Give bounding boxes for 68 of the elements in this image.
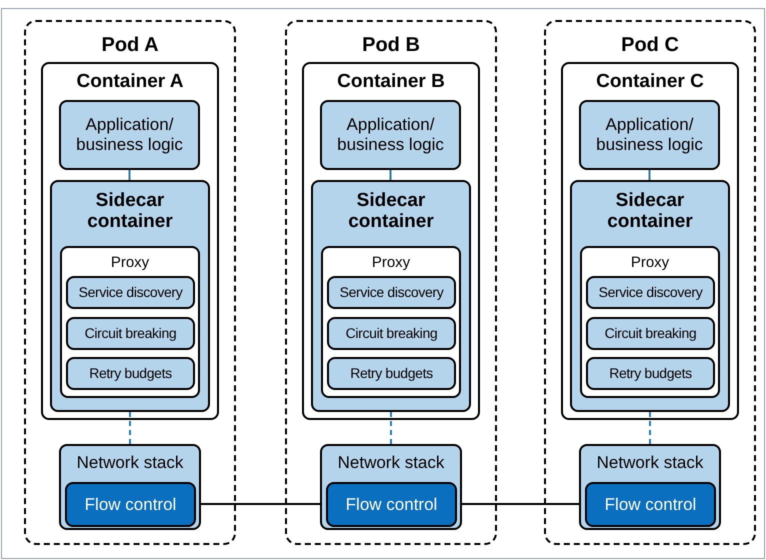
flow-control-box [65, 482, 196, 527]
feature-box [586, 357, 715, 390]
node-label: Flow control [84, 494, 176, 516]
node-label: Circuit breaking [604, 324, 696, 343]
node-label: Application/ business logic [336, 115, 445, 155]
node-label: Proxy [372, 253, 410, 273]
application-box [579, 100, 720, 170]
container-box [302, 62, 480, 420]
connector-line [649, 412, 651, 444]
node-label: Service discovery [78, 283, 182, 302]
connector-line [128, 170, 130, 180]
node-label: Pod A [101, 33, 159, 58]
node-label: Service discovery [340, 283, 444, 302]
network-stack-box [579, 444, 721, 530]
feature-box [586, 317, 715, 350]
node-label: Proxy [630, 253, 670, 273]
pod-boundary [285, 20, 497, 545]
connector-line [648, 170, 650, 180]
pod-boundary [544, 20, 756, 545]
node-label: Network stack [76, 452, 184, 474]
sidecar-box [50, 180, 210, 412]
sidecar-box [311, 180, 471, 412]
node-label: Sidecar container [606, 189, 694, 232]
connector-line [201, 503, 320, 505]
node-label: Application/ business logic [595, 115, 704, 155]
connector-line [390, 412, 392, 444]
container-box [561, 62, 739, 420]
application-box [320, 100, 461, 170]
application-box [59, 100, 200, 170]
node-label: Sidecar container [86, 189, 174, 232]
node-label: Retry budgets [350, 364, 433, 383]
feature-box [66, 357, 195, 390]
proxy-box [60, 246, 200, 398]
node-label: Application/ business logic [75, 115, 184, 155]
network-stack-box [320, 444, 462, 530]
node-label: Container A [76, 70, 184, 94]
node-label: Flow control [604, 494, 696, 516]
connector-line [390, 170, 392, 180]
flow-control-box [585, 482, 716, 527]
feature-box [327, 317, 456, 350]
node-label: Flow control [346, 494, 438, 516]
node-label: Pod C [621, 33, 679, 58]
node-label: Circuit breaking [346, 324, 438, 343]
pod-boundary [24, 20, 236, 545]
container-box [41, 62, 219, 420]
sidecar-box [570, 180, 730, 412]
flow-control-box [326, 482, 457, 527]
node-label: Service discovery [598, 283, 702, 302]
feature-box [66, 276, 195, 309]
node-label: Pod B [362, 33, 420, 58]
network-stack-box [59, 444, 201, 530]
node-label: Retry budgets [89, 364, 172, 383]
feature-box [327, 276, 456, 309]
feature-box [586, 276, 715, 309]
feature-box [327, 357, 456, 390]
node-label: Retry budgets [609, 364, 692, 383]
node-label: Network stack [596, 452, 704, 474]
connector-line [462, 503, 579, 505]
node-label: Container C [596, 70, 704, 94]
feature-box [66, 317, 195, 350]
node-label: Proxy [110, 253, 150, 273]
connector-line [129, 412, 131, 444]
node-label: Container B [337, 70, 445, 94]
node-label: Network stack [338, 452, 444, 474]
proxy-box [580, 246, 720, 398]
proxy-box [321, 246, 461, 398]
node-label: Sidecar container [347, 189, 435, 232]
node-label: Circuit breaking [84, 324, 176, 343]
